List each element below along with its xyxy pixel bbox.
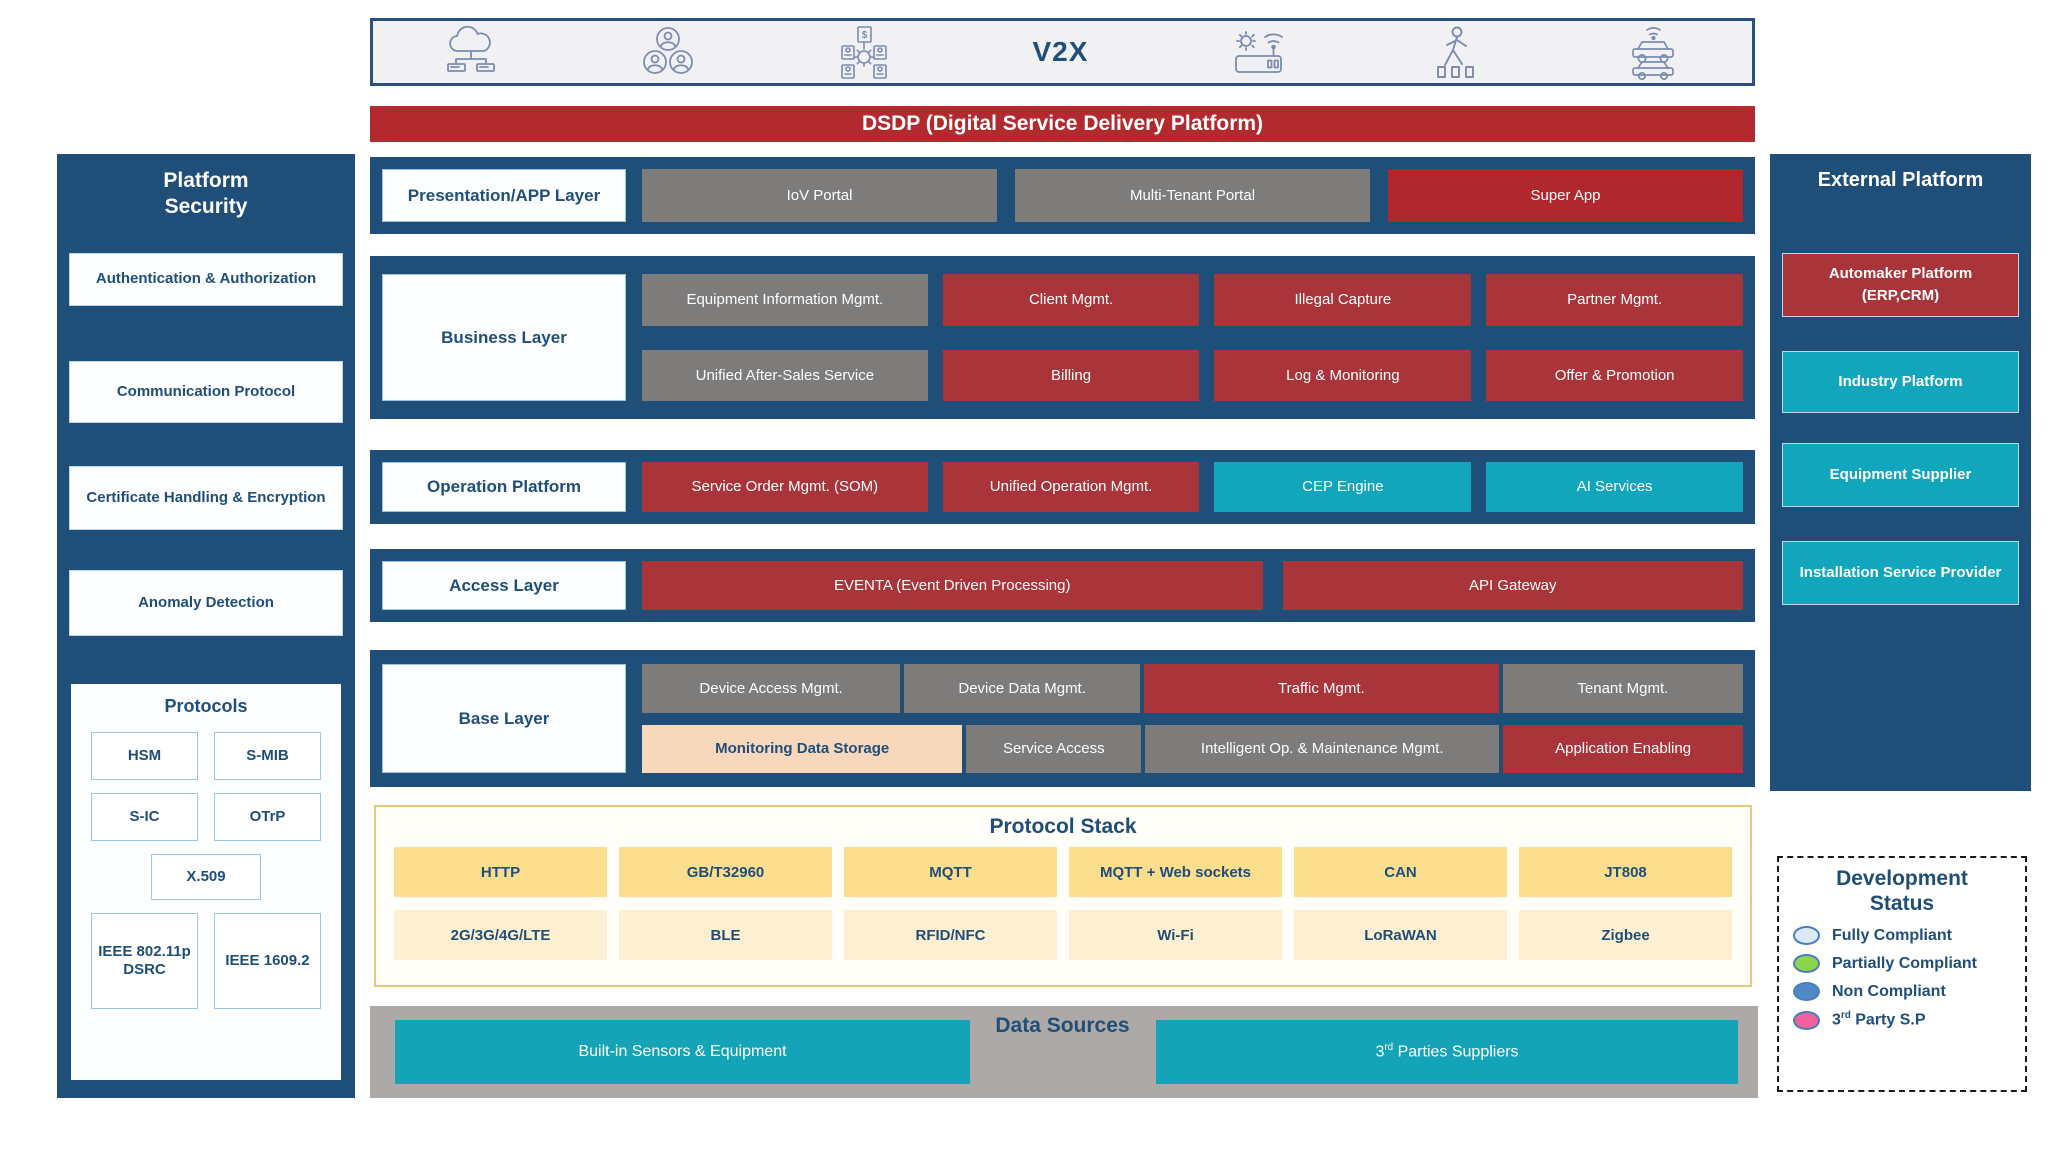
business-layer-label: Business Layer (382, 274, 626, 401)
protocol-ieee-80211p: IEEE 802.11p DSRC (91, 913, 198, 1009)
dsdp-header: DSDP (Digital Service Delivery Platform) (370, 106, 1755, 142)
box-api-gateway: API Gateway (1282, 561, 1743, 610)
non-compliant-swatch (1793, 982, 1820, 1002)
box-traffic-mgmt: Traffic Mgmt. (1144, 664, 1499, 713)
legend-item-fully-compliant: Fully Compliant (1793, 926, 2011, 946)
box-eventa: EVENTA (Event Driven Processing) (642, 561, 1263, 610)
users-group-icon (640, 24, 696, 80)
external-platform-panel: External Platform Automaker Platform (ER… (1770, 154, 2031, 791)
box-automaker-platform: Automaker Platform (ERP,CRM) (1782, 253, 2019, 317)
pedestrian-icon (1427, 24, 1483, 80)
security-item-communication-protocol: Communication Protocol (69, 361, 343, 423)
router-wifi-icon (1229, 24, 1287, 80)
data-sources-title: Data Sources (995, 1014, 1130, 1037)
box-billing: Billing (942, 349, 1200, 401)
base-layer-label: Base Layer (382, 664, 626, 773)
third-party-swatch (1793, 1010, 1820, 1030)
v2x-title: V2X (1032, 36, 1089, 67)
proto-zigbee: Zigbee (1519, 910, 1732, 960)
box-device-access-mgmt: Device Access Mgmt. (642, 664, 901, 713)
security-item-authentication: Authentication & Authorization (69, 253, 343, 306)
protocol-smib: S-MIB (214, 732, 321, 780)
box-service-access: Service Access (966, 724, 1142, 773)
access-layer: Access Layer EVENTA (Event Driven Proces… (370, 549, 1755, 622)
box-unified-after-sales: Unified After-Sales Service (642, 349, 928, 401)
platform-security-title: Platform Security (163, 169, 249, 219)
proto-lorawan: LoRaWAN (1294, 910, 1507, 960)
box-service-order-mgmt: Service Order Mgmt. (SOM) (642, 462, 928, 512)
box-tenant-mgmt: Tenant Mgmt. (1502, 664, 1743, 713)
operation-platform-layer: Operation Platform Service Order Mgmt. (… (370, 450, 1755, 524)
proto-jt808: JT808 (1519, 847, 1732, 897)
protocols-title: Protocols (164, 696, 248, 716)
proto-http: HTTP (394, 847, 607, 897)
cloud-network-icon (443, 24, 499, 80)
box-cep-engine: CEP Engine (1214, 462, 1472, 512)
protocol-hsm: HSM (91, 732, 198, 780)
box-super-app: Super App (1388, 169, 1743, 222)
protocol-sic: S-IC (91, 793, 198, 841)
box-ai-services: AI Services (1486, 462, 1744, 512)
legend-item-non-compliant: Non Compliant (1793, 982, 2011, 1002)
base-layer: Base Layer Device Access Mgmt. Device Da… (370, 650, 1755, 787)
box-installation-service-provider: Installation Service Provider (1782, 541, 2019, 605)
box-industry-platform: Industry Platform (1782, 351, 2019, 413)
box-unified-operation-mgmt: Unified Operation Mgmt. (942, 462, 1200, 512)
box-log-monitoring: Log & Monitoring (1214, 349, 1472, 401)
box-built-in-sensors: Built-in Sensors & Equipment (395, 1020, 970, 1084)
box-application-enabling: Application Enabling (1503, 724, 1743, 773)
box-device-data-mgmt: Device Data Mgmt. (904, 664, 1141, 713)
partially-compliant-swatch (1793, 954, 1820, 974)
box-client-mgmt: Client Mgmt. (942, 274, 1200, 326)
protocol-x509: X.509 (151, 854, 261, 900)
box-monitoring-data-storage: Monitoring Data Storage (642, 724, 963, 773)
v2x-banner: $ V2X (370, 18, 1755, 86)
presentation-layer-label: Presentation/APP Layer (382, 169, 626, 222)
proto-cellular: 2G/3G/4G/LTE (394, 910, 607, 960)
operation-platform-label: Operation Platform (382, 462, 626, 512)
proto-can: CAN (1294, 847, 1507, 897)
protocols-group: Protocols HSM S-MIB S-IC OTrP X.509 IEEE… (71, 684, 341, 1080)
protocol-stack-title: Protocol Stack (989, 815, 1137, 838)
box-illegal-capture: Illegal Capture (1214, 274, 1472, 326)
box-3rd-parties-suppliers: 3rd Parties Suppliers (1156, 1020, 1738, 1084)
connected-cars-icon (1624, 24, 1682, 80)
external-platform-title: External Platform (1817, 169, 1984, 191)
platform-security-panel: Platform Security Authentication & Autho… (57, 154, 355, 1098)
legend-item-partially-compliant: Partially Compliant (1793, 954, 2011, 974)
protocol-ieee-16092: IEEE 1609.2 (214, 913, 321, 1009)
legend-item-3rd-party: 3rd Party S.P (1793, 1010, 2011, 1030)
box-intelligent-op-maintenance: Intelligent Op. & Maintenance Mgmt. (1145, 724, 1500, 773)
proto-wifi: Wi-Fi (1069, 910, 1282, 960)
proto-mqtt-websockets: MQTT + Web sockets (1069, 847, 1282, 897)
box-iov-portal: IoV Portal (642, 169, 997, 222)
protocol-otrp: OTrP (214, 793, 321, 841)
security-item-certificate-handling: Certificate Handling & Encryption (69, 466, 343, 530)
security-item-anomaly-detection: Anomaly Detection (69, 570, 343, 636)
business-layer: Business Layer Equipment Information Mgm… (370, 256, 1755, 419)
fully-compliant-swatch (1793, 926, 1820, 946)
box-offer-promotion: Offer & Promotion (1486, 349, 1744, 401)
access-layer-label: Access Layer (382, 561, 626, 610)
box-partner-mgmt: Partner Mgmt. (1486, 274, 1744, 326)
proto-gbt32960: GB/T32960 (619, 847, 832, 897)
dsdp-title: DSDP (Digital Service Delivery Platform) (861, 112, 1264, 135)
proto-ble: BLE (619, 910, 832, 960)
svg-text:$: $ (862, 30, 868, 41)
presentation-layer: Presentation/APP Layer IoV Portal Multi-… (370, 157, 1755, 234)
org-chart-icon: $ (836, 24, 892, 80)
data-sources-bar: Data Sources Built-in Sensors & Equipmen… (370, 1006, 1758, 1098)
protocol-stack: Protocol Stack HTTP GB/T32960 MQTT MQTT … (374, 805, 1752, 987)
box-equipment-supplier: Equipment Supplier (1782, 443, 2019, 507)
proto-rfid-nfc: RFID/NFC (844, 910, 1057, 960)
box-equipment-info-mgmt: Equipment Information Mgmt. (642, 274, 928, 326)
proto-mqtt: MQTT (844, 847, 1057, 897)
box-multi-tenant-portal: Multi-Tenant Portal (1015, 169, 1370, 222)
